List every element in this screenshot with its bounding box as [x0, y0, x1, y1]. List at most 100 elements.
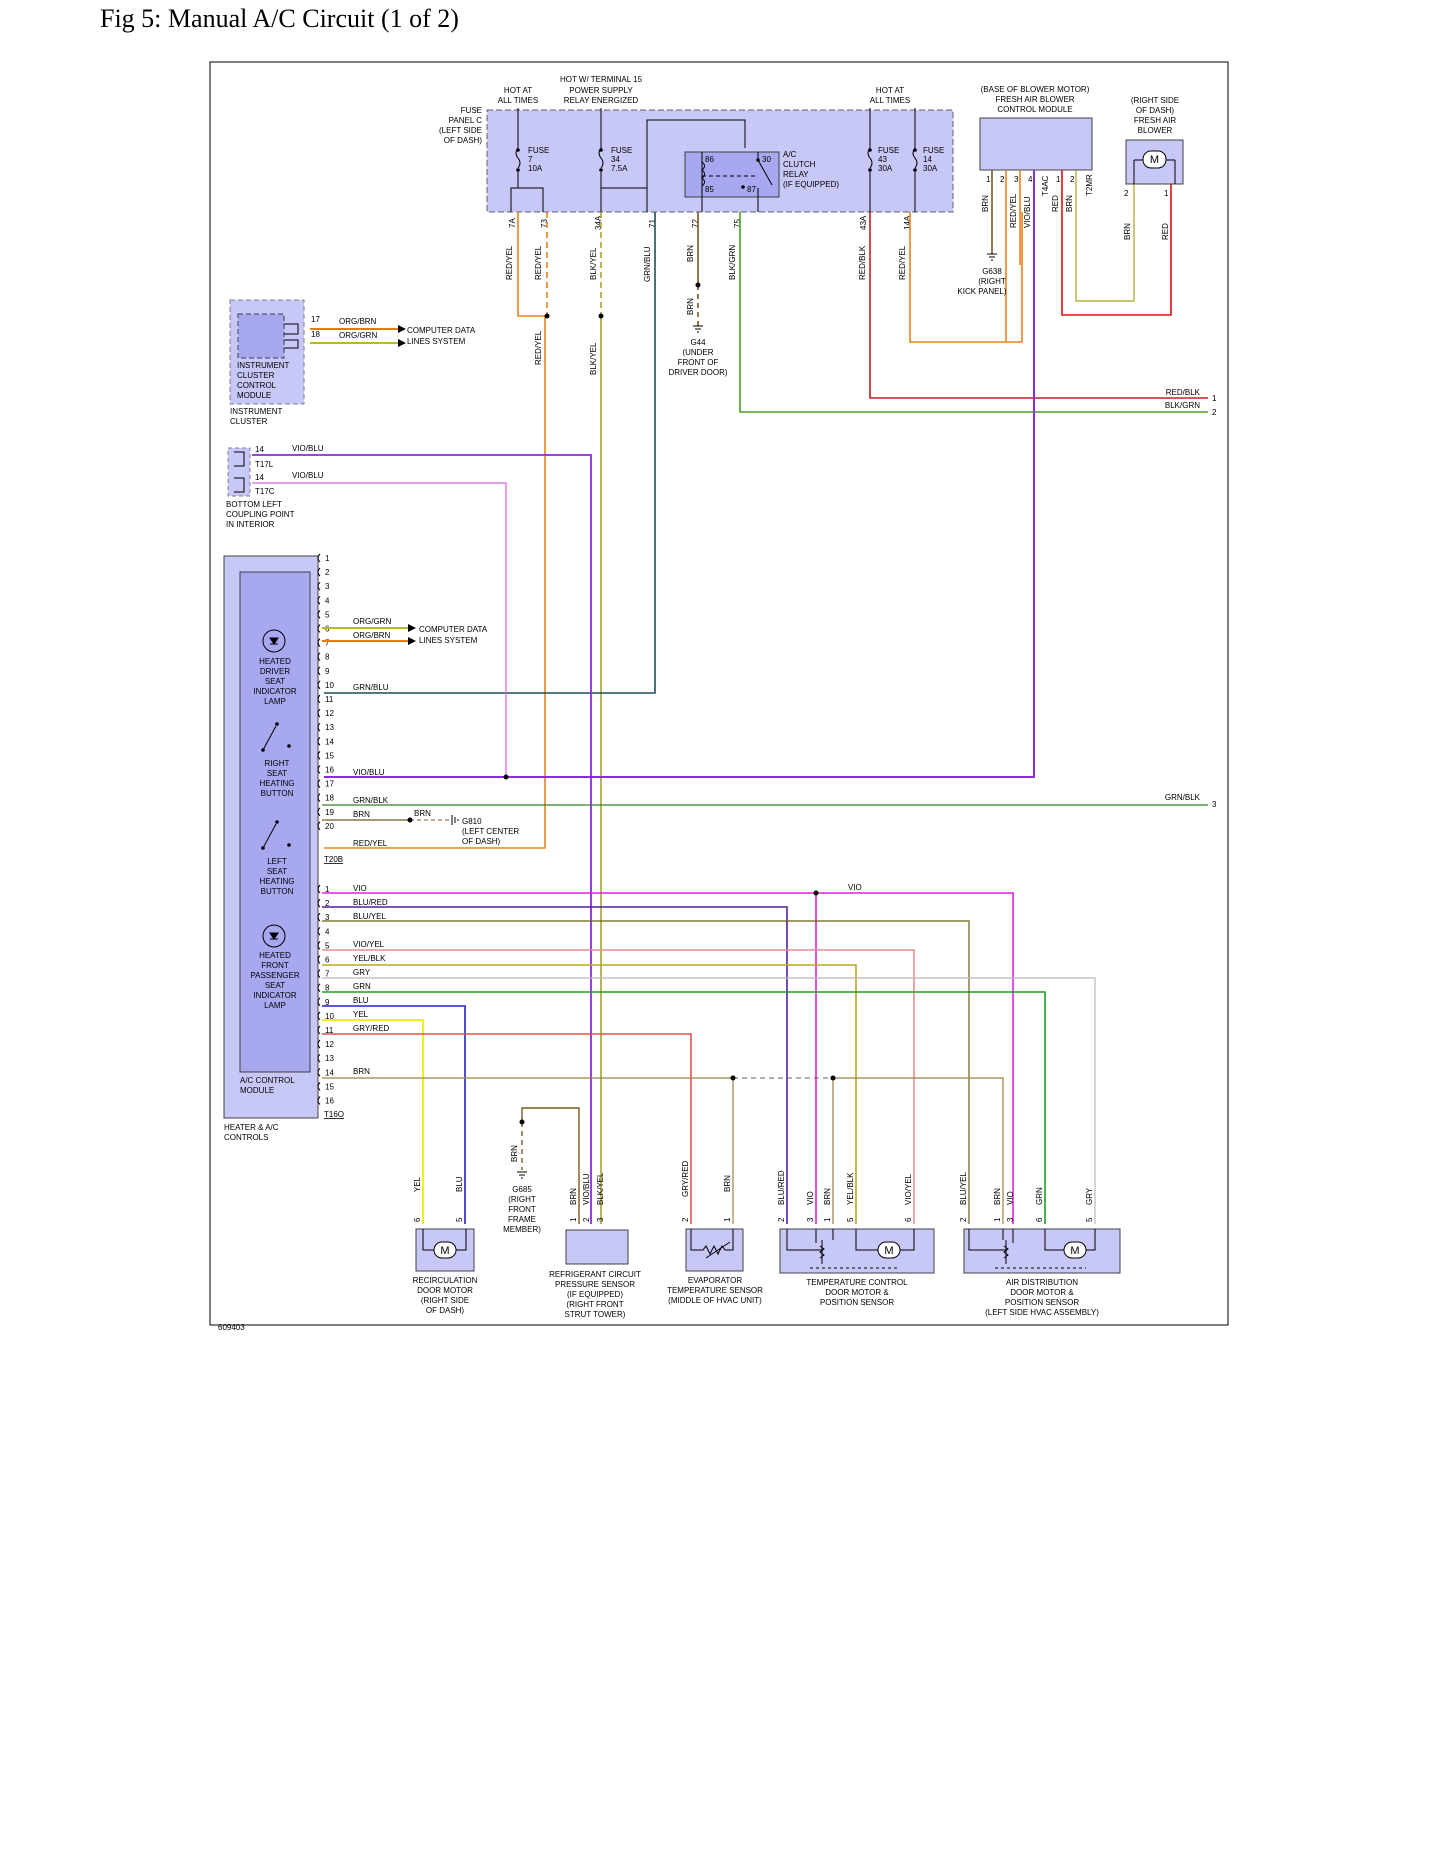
pin-number: 9 [325, 667, 330, 676]
exit3-label: GRN/BLK [1165, 793, 1201, 802]
bm-pin2: 2 [1000, 175, 1005, 184]
fuse14-c: 30A [923, 164, 938, 173]
recirculation-door-motor: M 6 5 YEL BLU RECIRCULATION DOOR MOTOR (… [413, 1176, 478, 1315]
pin-43A: 43A [859, 215, 868, 230]
recirc-label-1: RECIRCULATION [413, 1276, 478, 1285]
rb-4: BUTTON [261, 789, 294, 798]
panel-label-1: FUSE [461, 106, 482, 115]
bm-pin1: 1 [986, 175, 991, 184]
temp-wire-brn: BRN [823, 1188, 832, 1205]
bm-wire-redyel: RED/YEL [1009, 193, 1018, 228]
lb-1: LEFT [267, 857, 287, 866]
fuse34-a: FUSE [611, 146, 632, 155]
evap-wire-gryred: GRY/RED [681, 1160, 690, 1197]
pin-mark [317, 969, 321, 978]
temp-pin6: 6 [904, 1217, 913, 1222]
wire-72-label-2: BRN [686, 298, 695, 315]
pin-mark [317, 807, 321, 817]
pin-mark [317, 1096, 321, 1105]
t16-w7: GRY [353, 968, 371, 977]
ground-g44: G44 (UNDER FRONT OF DRIVER DOOR) [668, 325, 728, 377]
t16-w1: VIO [353, 884, 367, 893]
pin-number: 13 [325, 1054, 334, 1063]
recirc-wire-blu: BLU [455, 1176, 464, 1192]
pin-mark [317, 666, 321, 676]
pin-number: 5 [325, 610, 330, 619]
wire-43A-label: RED/BLK [858, 245, 867, 280]
coupling-pin-a: 14 [255, 445, 264, 454]
pin-number: 4 [325, 927, 330, 936]
t20-g810-wire: BRN [414, 809, 431, 818]
temperature-control-door-motor: M 2 3 1 5 6 BLU/RED VIO BRN YEL/BLK VIO/… [777, 1170, 935, 1307]
t16-w8: GRN [353, 982, 371, 991]
pin-mark [317, 680, 321, 690]
ground-g685: BRN G685 (RIGHT FRONT FRAME MEMBER) [503, 1107, 580, 1234]
hp-6: LAMP [264, 1001, 286, 1010]
refrig-label-5: STRUT TOWER) [565, 1310, 626, 1319]
evap-label-3: (MIDDLE OF HVAC UNIT) [668, 1296, 762, 1305]
hot-left-1: HOT AT [504, 86, 532, 95]
g685-5: MEMBER) [503, 1225, 541, 1234]
pin-mark [317, 694, 321, 704]
pin-number: 4 [325, 596, 330, 605]
temp-wire-vio: VIO [806, 1191, 815, 1205]
refrigerant-circuit-pressure-sensor: 1 2 3 BRN VIO/BLU BLK/YEL REFRIGERANT CI… [549, 1172, 641, 1319]
fuse34-c: 7.5A [611, 164, 628, 173]
relay-label-1: A/C [783, 150, 797, 159]
pin-number: 3 [325, 913, 330, 922]
ic-module-4: MODULE [237, 391, 271, 400]
t16-w11: GRY/RED [353, 1024, 390, 1033]
pin-72: 72 [691, 219, 700, 228]
acm-outer-1: HEATER & A/C [224, 1123, 279, 1132]
g44-1: G44 [690, 338, 706, 347]
pin-number: 6 [325, 956, 330, 965]
panel-label-2: PANEL C [449, 116, 483, 125]
ic-data-2: LINES SYSTEM [407, 337, 466, 346]
refrig-wire-brn: BRN [569, 1188, 578, 1205]
air-distribution-door-motor: M 2 1 3 6 5 BLU/YEL BRN VIO GRN GRY AIR … [959, 1172, 1121, 1317]
pin-number: 1 [325, 554, 330, 563]
wire-14A-label: RED/YEL [898, 245, 907, 280]
temp-wire-yelblk: YEL/BLK [846, 1172, 855, 1205]
relay-label-3: RELAY [783, 170, 809, 179]
top-wires [324, 212, 1208, 1224]
recirc-label-3: (RIGHT SIDE [421, 1296, 469, 1305]
ic-outer-2: CLUSTER [230, 417, 268, 426]
pin-mark [317, 708, 321, 718]
pin-number: 10 [325, 681, 334, 690]
air-pin1: 1 [993, 1217, 1002, 1222]
bm-pin4: 4 [1028, 175, 1033, 184]
g44-2: (UNDER [682, 348, 713, 357]
wire-34A-label: BLK/YEL [589, 247, 598, 280]
exit2-label: BLK/GRN [1165, 401, 1200, 410]
t20-w10: GRN/BLU [353, 683, 389, 692]
heater-ac-controls: HEATED DRIVER SEAT INDICATOR LAMP RIGHT … [223, 553, 344, 1142]
t20-w5: ORG/GRN [353, 617, 391, 626]
refrig-label-3: (IF EQUIPPED) [567, 1290, 623, 1299]
pin-number: 1 [325, 885, 330, 894]
bm-wire-vioblu: VIO/BLU [1023, 196, 1032, 228]
g638-1: G638 [982, 267, 1002, 276]
recirc-label-4: OF DASH) [426, 1306, 465, 1315]
fuse14-b: 14 [923, 155, 932, 164]
hot-right-1: HOT AT [876, 86, 904, 95]
pin-number: 14 [325, 737, 334, 746]
g638-3: KICK PANEL) [957, 287, 1007, 296]
pin-mark [317, 581, 321, 591]
bm-pin2b: 2 [1070, 175, 1075, 184]
acm-label-1: A/C CONTROL [240, 1076, 295, 1085]
pin-mark [317, 926, 321, 936]
ic-data-1: COMPUTER DATA [407, 326, 476, 335]
blower-label-1: (RIGHT SIDE [1131, 96, 1179, 105]
rb-3: HEATING [260, 779, 295, 788]
hot-t15-3: RELAY ENERGIZED [564, 96, 639, 105]
pin-mark [317, 955, 321, 964]
relay-label-4: (IF EQUIPPED) [783, 180, 839, 189]
pin-mark [317, 898, 321, 908]
ic-wire17: ORG/BRN [339, 317, 377, 326]
recirc-label-2: DOOR MOTOR [417, 1286, 473, 1295]
pin-mark [317, 1067, 321, 1077]
blower-pin2: 2 [1124, 189, 1129, 198]
acm-label-2: MODULE [240, 1086, 274, 1095]
